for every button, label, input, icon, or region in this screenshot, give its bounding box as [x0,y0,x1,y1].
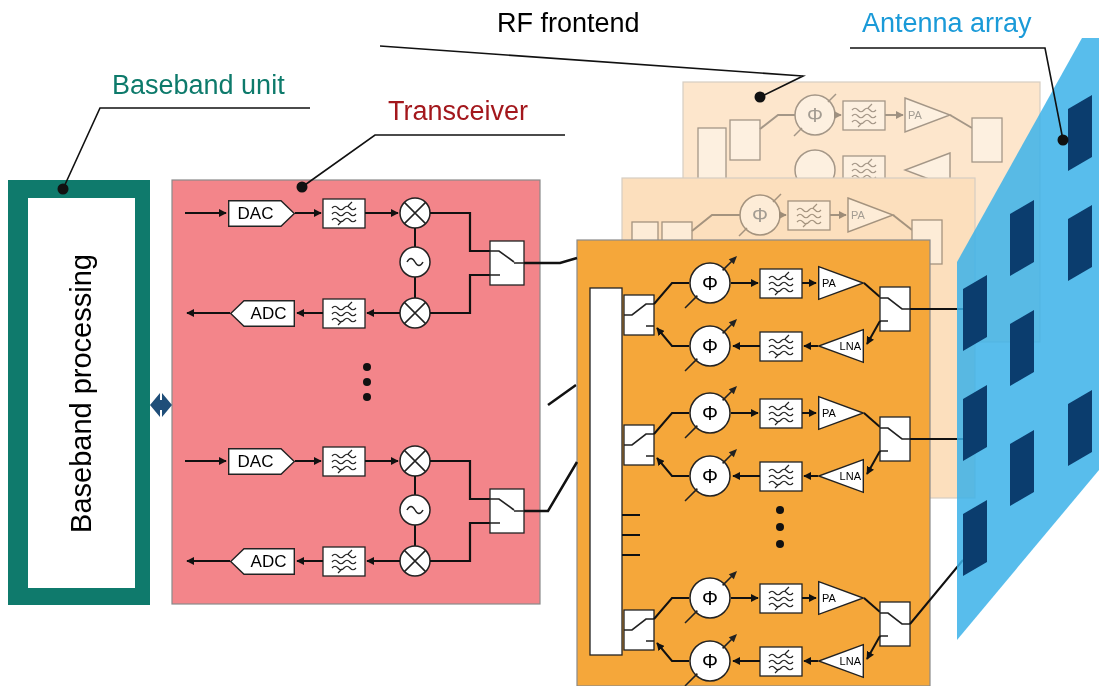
block-label: LNA [840,656,861,667]
connector [540,258,577,263]
label-box: PA [908,106,932,124]
processing-box: Baseband processing [28,198,135,588]
heading-label: Transceiver [388,96,528,127]
baseband-fill [8,180,150,605]
dac-block: DAC [228,448,295,475]
power-amplifier: PA [818,266,864,300]
block-label: PA [822,593,836,604]
adc-block: ADC [230,548,295,575]
faded-label: PA [851,210,865,221]
antenna-plane [957,38,1099,640]
block-frame: Baseband unitBaseband processing [8,180,150,605]
block-label: Φ [702,588,718,608]
antenna-feeds [910,309,963,624]
low-noise-amplifier: LNA [818,644,864,678]
leader-lines [58,46,804,195]
block-label: DAC [238,205,274,222]
rf-chain [624,269,910,361]
phase-shifter: Φ [689,640,731,682]
phase-shifter: Φ [689,455,731,497]
rf-chain [624,584,910,676]
heading-label: Antenna array [862,8,1032,39]
adc-block: ADC [230,300,295,327]
block-label: ADC [251,553,287,570]
transceiver-chain [185,446,540,576]
block-label: LNA [840,471,861,482]
splitter [590,288,622,655]
block-label: PA [822,408,836,419]
block-label: ADC [251,305,287,322]
block-label: Baseband processing [67,254,96,533]
block-frame: TransceiverDACADCDACADC [172,180,540,604]
power-amplifier: PA [818,581,864,615]
phase-shifter: Φ [689,577,731,619]
ellipsis-dots [776,506,784,548]
phase-shifter: Φ [689,262,731,304]
low-noise-amplifier: LNA [818,459,864,493]
heading-label: Baseband unit [112,70,285,101]
rf-chain [624,399,910,491]
heading-label: RF frontend [497,8,640,39]
block-label: PA [822,278,836,289]
label-box: Φ [795,95,835,135]
label-box: Φ [740,195,780,235]
faded-label: Φ [807,105,823,125]
rf-board-fill [577,240,930,686]
transceiver-fill [172,180,540,604]
faded-label: Φ [752,205,768,225]
phase-shifter: Φ [689,325,731,367]
block-label: DAC [238,453,274,470]
splitter-ports [622,515,640,555]
power-amplifier: PA [818,396,864,430]
low-noise-amplifier: LNA [818,329,864,363]
transceiver-chain [185,198,540,328]
connector [150,393,172,417]
phase-shifter: Φ [689,392,731,434]
label-box: PA [851,206,875,224]
connector [540,462,577,511]
block-frame: RF frontendΦPAΦLNAΦPAΦLNAΦPAΦLNA [577,240,930,686]
block-label: Φ [702,466,718,486]
feed-wire [548,385,576,405]
block-label: Φ [702,336,718,356]
dac-block: DAC [228,200,295,227]
antenna-array: Antenna array [957,38,1099,640]
block-label: LNA [840,341,861,352]
faded-label: PA [908,110,922,121]
block-label: Φ [702,403,718,423]
block-label: Φ [702,651,718,671]
block-label: Φ [702,273,718,293]
ellipsis-dots [363,363,371,401]
